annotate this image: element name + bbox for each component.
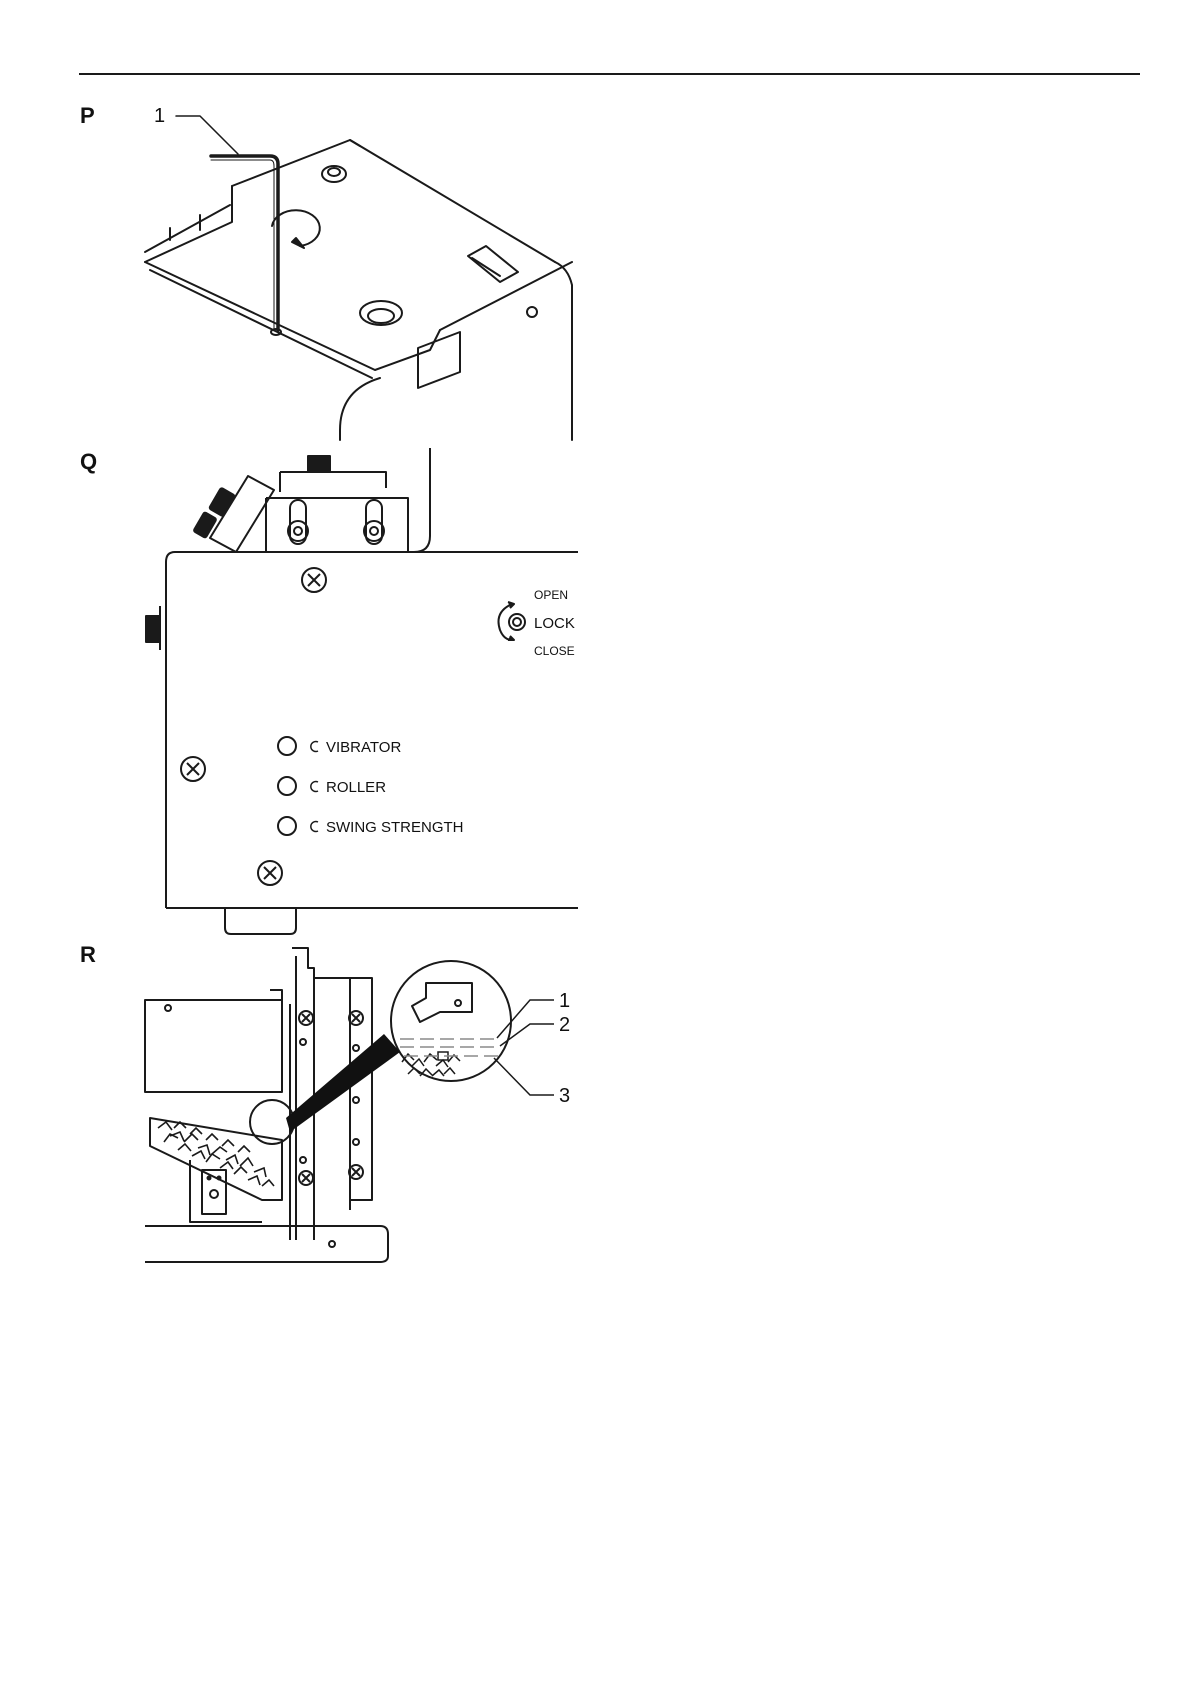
figure-r-callout-1: 1 — [559, 990, 570, 1012]
figure-r-callout-2: 2 — [559, 1014, 570, 1036]
figure-r-callout-3: 3 — [559, 1085, 570, 1107]
